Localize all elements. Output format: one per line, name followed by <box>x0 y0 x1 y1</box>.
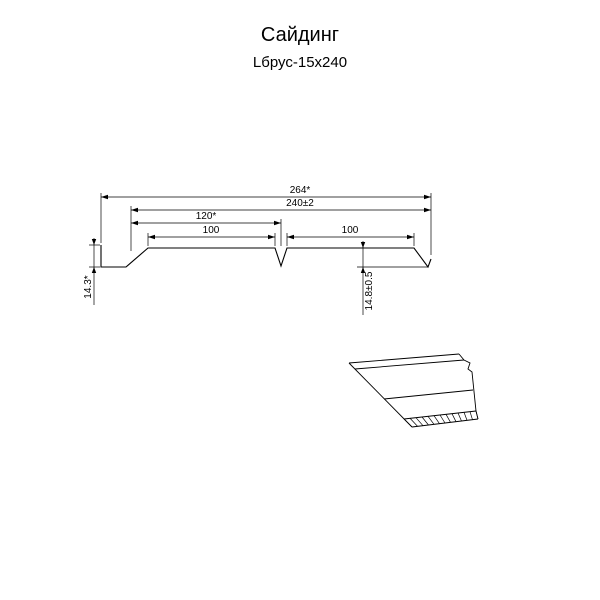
dimension-arrows <box>91 194 431 273</box>
perspective-lines <box>348 353 479 428</box>
product-name: Lбрус-15х240 <box>252 54 348 71</box>
cross-section-view: 264* 240±2 120* 100 100 14.3* 14.8±0.5 <box>83 185 432 315</box>
extension-lines <box>89 193 432 268</box>
profile-outline <box>100 245 432 269</box>
dim-panel-left-label: 100 <box>203 225 220 236</box>
dim-height-left-label: 14.3* <box>83 275 94 298</box>
dim-center-width-label: 120* <box>196 211 217 222</box>
dim-height-right-label: 14.8±0.5 <box>364 271 375 310</box>
dim-total-width-label: 264* <box>290 185 311 196</box>
dim-panel-right-label: 100 <box>342 225 359 236</box>
dimension-lines <box>93 196 431 315</box>
dimension-labels: 264* 240±2 120* 100 100 14.3* 14.8±0.5 <box>83 185 375 310</box>
section-hatching <box>403 410 479 428</box>
page-title: Сайдинг <box>260 24 340 46</box>
perspective-view <box>348 353 479 428</box>
dim-working-width-label: 240±2 <box>286 198 314 209</box>
